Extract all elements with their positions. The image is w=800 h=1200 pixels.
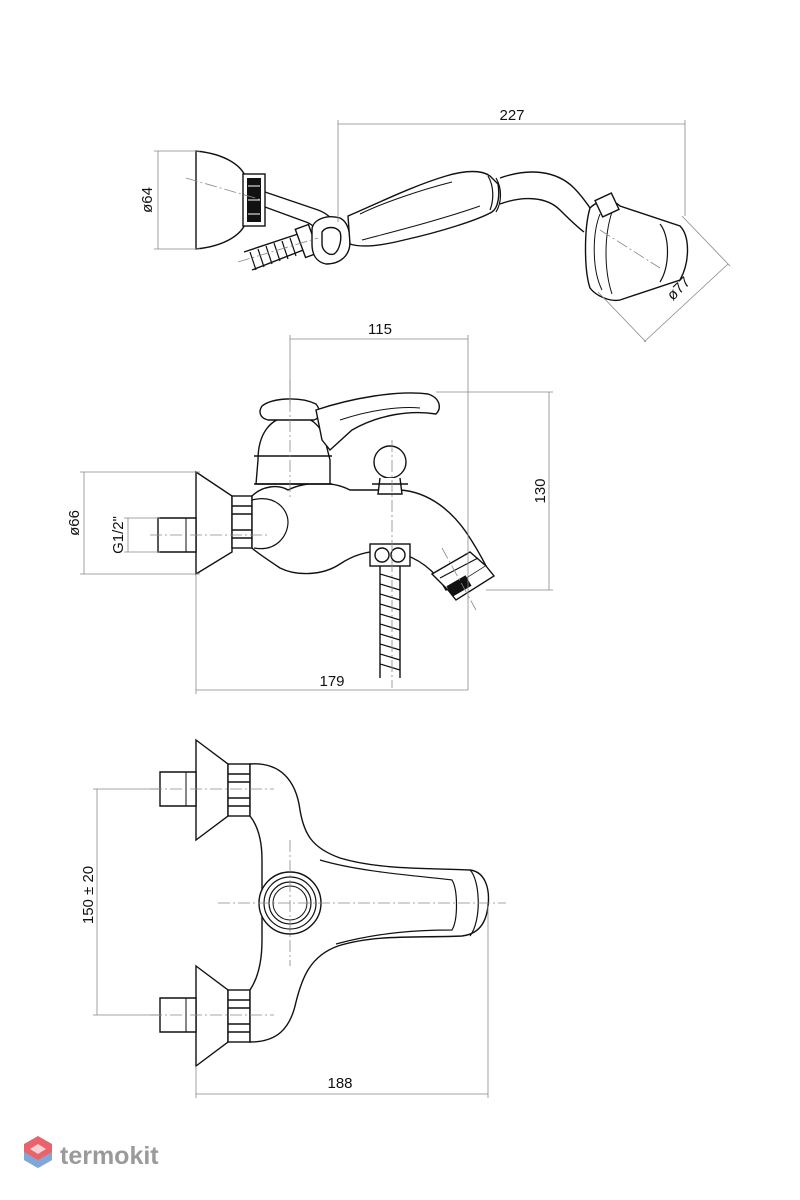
hexagon-cube-icon <box>24 1136 52 1168</box>
center-distance-label: 150 ± 20 <box>80 866 97 924</box>
connection-nut <box>231 495 253 549</box>
wall-holder-cup <box>195 150 247 250</box>
holder-ring <box>242 173 266 227</box>
lever-reach-label: 115 <box>368 321 392 338</box>
brand-name: termokit <box>60 1142 159 1170</box>
lower-nut <box>227 989 251 1043</box>
wall-flange <box>195 470 233 576</box>
shower-neck <box>499 171 595 233</box>
shower-set-view <box>185 150 689 302</box>
total-length-label: 179 <box>319 673 344 690</box>
shower-head <box>584 192 689 302</box>
holder-diameter-label: ø64 <box>139 187 156 213</box>
side-view-dimensions <box>80 335 553 694</box>
height-label: 130 <box>532 478 549 503</box>
flange-diameter-label: ø66 <box>66 510 83 536</box>
thread-label: G1/2" <box>110 516 127 554</box>
mixer-lever <box>315 392 440 452</box>
depth-label: 188 <box>327 1075 352 1092</box>
mixer-top-view <box>150 738 506 1068</box>
shower-set-dimensions <box>154 120 731 343</box>
spout-outlet <box>430 551 496 601</box>
upper-nut <box>227 763 251 817</box>
hose-spiral <box>243 223 320 271</box>
shower-handle <box>347 170 500 247</box>
diverter-knob <box>372 445 408 495</box>
hose-spiral-vertical <box>379 566 401 678</box>
mixer-side-view <box>150 380 496 688</box>
upper-flange <box>195 738 229 842</box>
brand-logo: termokit <box>24 1136 159 1170</box>
shower-length-label: 227 <box>499 107 524 124</box>
top-view-dimensions <box>93 788 489 1098</box>
lower-flange <box>195 964 229 1068</box>
hose-outlet-nut <box>369 543 411 567</box>
